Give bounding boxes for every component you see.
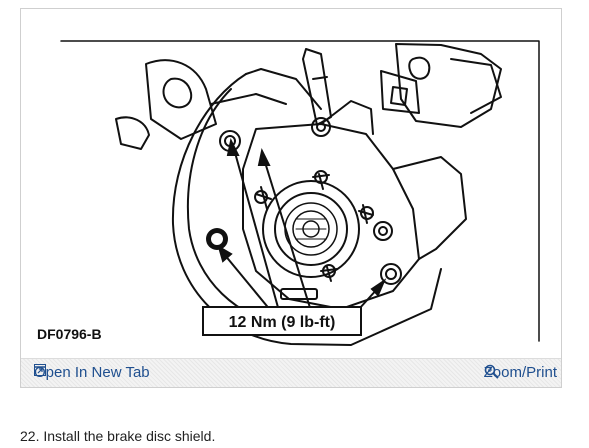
torque-callout: 12 Nm (9 lb-ft) (229, 314, 336, 331)
zoom-print-link[interactable]: Zoom/Print (484, 364, 557, 381)
magnifier-icon (484, 364, 499, 379)
figure-panel: 12 Nm (9 lb-ft) DF0796-B Open In New Tab… (20, 8, 562, 388)
zoom-print-label: Zoom/Print (483, 364, 557, 381)
open-in-new-tab-link[interactable]: Open In New Tab (34, 364, 150, 381)
figure-code: DF0796-B (37, 326, 102, 342)
brake-shield-illustration: 12 Nm (9 lb-ft) DF0796-B (37, 40, 540, 346)
figure-toolbar: Open In New Tab Zoom/Print (21, 358, 561, 387)
step-caption: 22. Install the brake disc shield. (20, 428, 216, 444)
open-in-new-tab-icon (34, 364, 46, 376)
open-in-new-tab-label: Open In New Tab (34, 364, 150, 381)
